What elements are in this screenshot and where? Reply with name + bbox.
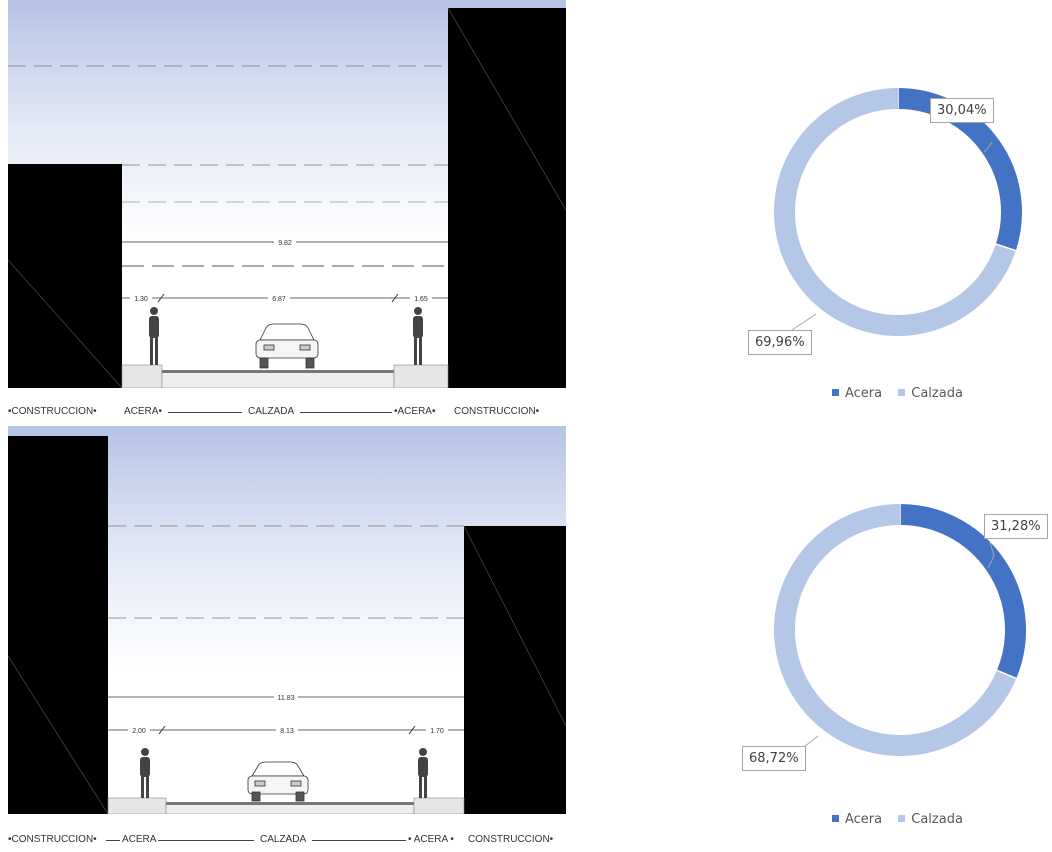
- section-caption-1: •CONSTRUCCION• ACERA• CALZADA •ACERA• CO…: [8, 404, 570, 420]
- dimension-total: 9.82: [278, 240, 292, 247]
- donut-slice-calzada: [774, 88, 1016, 336]
- car: [255, 323, 319, 369]
- data-label-calzada: 69,96%: [748, 330, 812, 355]
- caption-calzada: CALZADA: [260, 834, 307, 845]
- road-surface: [166, 802, 414, 805]
- building-left: [8, 436, 108, 814]
- dimension-acera-left: 1.30: [134, 296, 148, 303]
- caption-calzada: CALZADA: [248, 406, 295, 417]
- slice-separator: [995, 243, 1017, 252]
- chart-legend-2: Acera Calzada: [832, 812, 975, 827]
- pedestrian-right: [418, 748, 428, 798]
- pedestrian-right: [413, 307, 423, 365]
- road-bed: [161, 371, 395, 388]
- building-left: [8, 164, 122, 388]
- building-right: [448, 8, 566, 388]
- legend-item-calzada: Calzada: [898, 386, 963, 401]
- sidewalk-right: [393, 364, 449, 388]
- legend-label: Calzada: [911, 812, 963, 827]
- pedestrian-left: [140, 748, 150, 798]
- dimension-total: 11.83: [278, 695, 295, 702]
- legend-item-acera: Acera: [832, 386, 882, 401]
- donut-chart-1: 30,04% 69,96%: [748, 78, 1040, 355]
- sidewalk-left: [121, 364, 163, 388]
- caption-construccion-right: CONSTRUCCION•: [468, 834, 554, 845]
- building-right: [464, 526, 566, 814]
- slice-separator: [996, 669, 1017, 680]
- legend-label: Acera: [845, 812, 883, 827]
- street-section-2: 11.83 2.00 8.13 1.70: [8, 426, 566, 814]
- legend-label: Acera: [845, 386, 883, 401]
- donut-slice-acera: [899, 504, 1026, 679]
- legend-label: Calzada: [911, 386, 963, 401]
- legend-swatch: [898, 815, 906, 822]
- street-section-1: 9.82 1.30 6.87 1.65: [8, 0, 566, 388]
- sidewalk-right: [413, 797, 465, 814]
- data-label-acera: 31,28%: [984, 514, 1048, 539]
- dimension-acera-right: 1.70: [430, 728, 444, 735]
- road-bed: [165, 803, 415, 814]
- caption-acera-right: •ACERA•: [394, 406, 436, 417]
- donut-chart-2-svg: [774, 504, 1026, 756]
- road-surface: [162, 370, 394, 373]
- dimension-acera-right: 1.65: [414, 296, 428, 303]
- callout-leader-line: [983, 141, 993, 153]
- legend-item-acera: Acera: [832, 812, 882, 827]
- legend-swatch: [832, 815, 839, 822]
- dimension-calzada: 8.13: [280, 728, 294, 735]
- caption-acera-right: • ACERA •: [408, 834, 454, 845]
- street-section-1-drawing: 9.82 1.30 6.87 1.65: [8, 7, 566, 388]
- data-label-calzada: 68,72%: [742, 746, 806, 771]
- chart-legend-1: Acera Calzada: [832, 386, 975, 401]
- legend-item-calzada: Calzada: [898, 812, 963, 827]
- caption-acera-left: ACERA•: [124, 406, 162, 417]
- caption-construccion-left: •CONSTRUCCION•: [8, 834, 97, 845]
- sidewalk-left: [107, 797, 167, 814]
- caption-construccion-right: CONSTRUCCION•: [454, 406, 540, 417]
- dimension-calzada: 6.87: [272, 296, 286, 303]
- section-caption-2: •CONSTRUCCION• ACERA CALZADA • ACERA • C…: [8, 832, 570, 848]
- callout-leader-line: [791, 313, 817, 331]
- donut-chart-1-svg: [774, 88, 1022, 336]
- donut-slice-calzada: [774, 504, 1017, 756]
- car: [247, 761, 309, 802]
- pedestrian-left: [149, 307, 159, 365]
- street-section-2-drawing: 11.83 2.00 8.13 1.70: [8, 436, 566, 814]
- caption-construccion-left: •CONSTRUCCION•: [8, 406, 97, 417]
- legend-swatch: [832, 389, 839, 396]
- callout-leader-line: [987, 541, 995, 569]
- donut-chart-2: 31,28% 68,72%: [742, 492, 1050, 792]
- caption-acera-left: ACERA: [122, 834, 157, 845]
- data-label-acera: 30,04%: [930, 98, 994, 123]
- dimension-acera-left: 2.00: [132, 728, 146, 735]
- legend-swatch: [898, 389, 906, 396]
